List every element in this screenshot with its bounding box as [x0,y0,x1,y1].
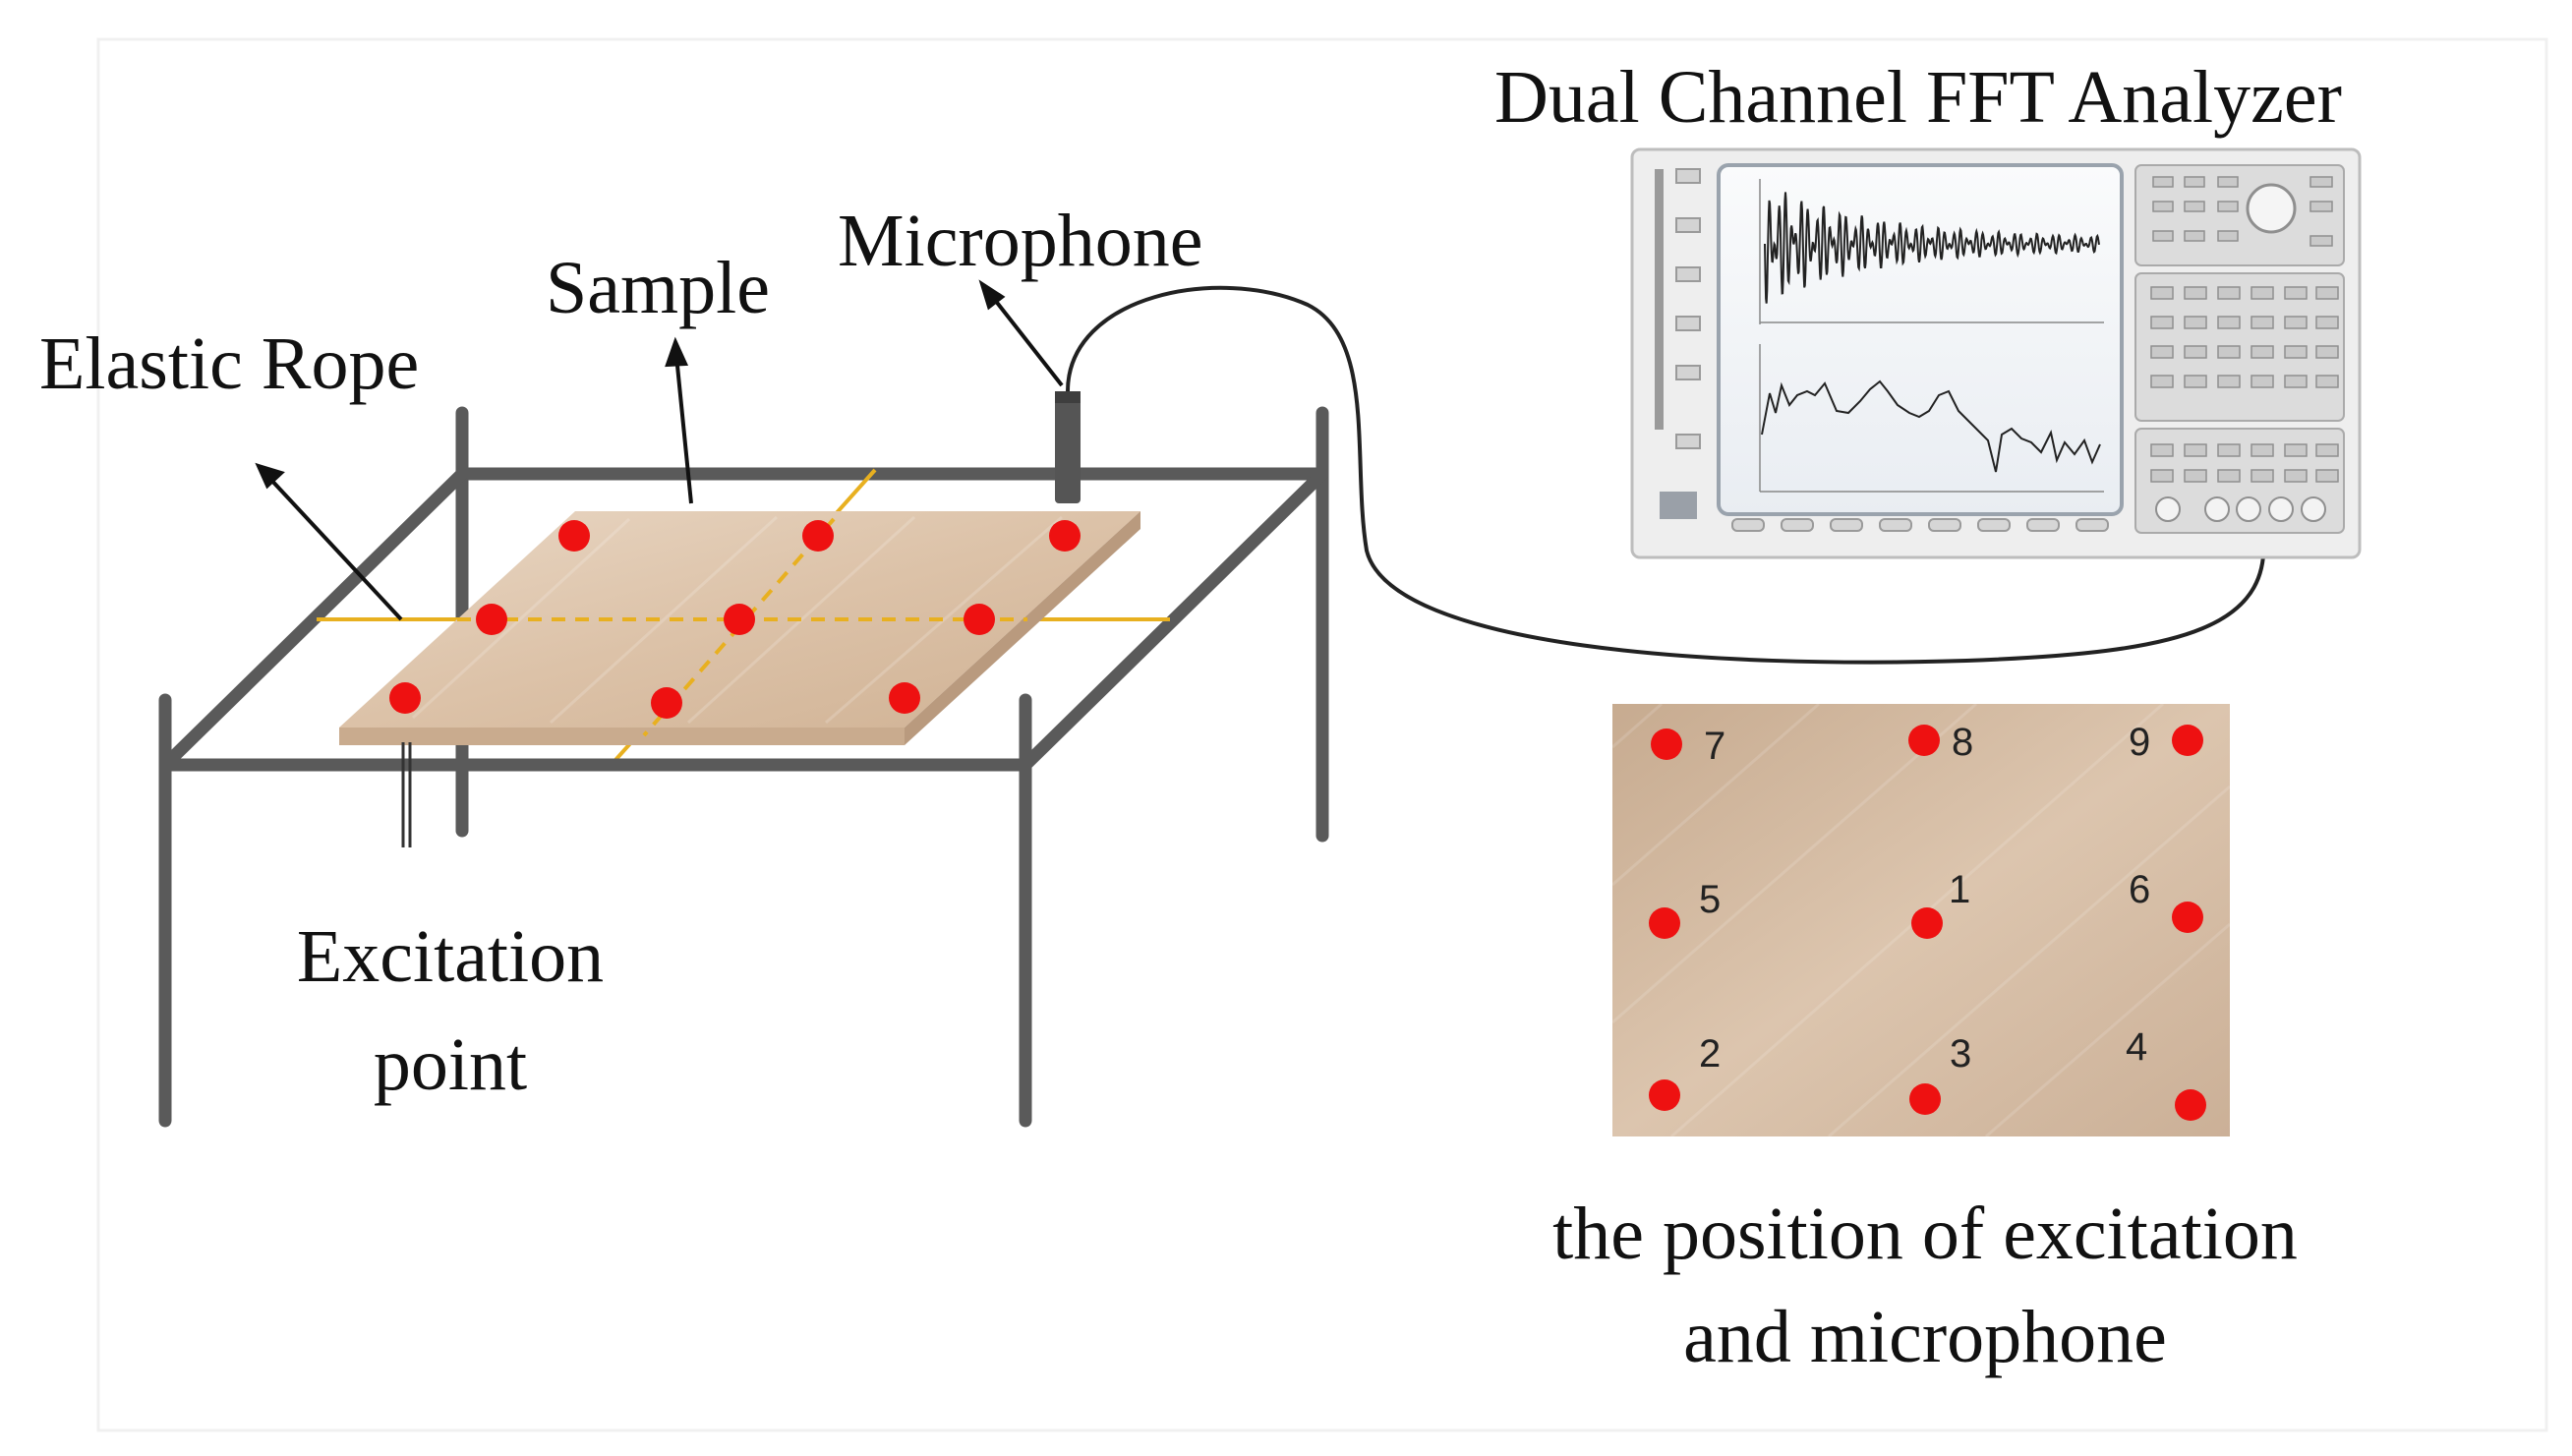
analyzer-key [2184,316,2207,329]
analyzer-key [2315,286,2339,300]
figure-border [96,37,2548,1432]
analyzer-key [2184,375,2207,388]
sample-label: Sample [546,247,770,329]
position-point [1909,1083,1941,1115]
analyzer-key [2184,286,2207,300]
position-point [1649,907,1680,939]
analyzer-key [2250,286,2274,300]
analyzer-key [2217,286,2241,300]
frame-right-rail [1019,467,1329,772]
analyzer-key [2150,345,2174,359]
position-point [2172,725,2203,756]
excitation-point-label-line2: point [374,1023,527,1106]
excitation-pointer [401,742,412,847]
position-point [2172,902,2203,933]
analyzer-key [2250,375,2274,388]
caption-line1: the position of excitation [1552,1193,2298,1275]
analyzer-key [2217,469,2241,483]
position-point [1649,1079,1680,1111]
sample-point [964,604,995,635]
analyzer-key [2250,345,2274,359]
position-number-4: 4 [2126,1025,2147,1069]
analyzer-key [2284,286,2308,300]
position-number-3: 3 [1950,1032,1971,1076]
analyzer-key [2315,345,2339,359]
position-numbers: 7 8 9 5 1 6 2 3 4 [1699,721,2150,1076]
analyzer-key [2284,375,2308,388]
analyzer-key [2315,469,2339,483]
analyzer-title-label: Dual Channel FFT Analyzer [1494,56,2342,139]
analyzer-key [2284,443,2308,457]
microphone-label: Microphone [838,200,1202,282]
analyzer-key [2184,345,2207,359]
sample-point [802,520,834,552]
analyzer-key [2284,469,2308,483]
position-number-8: 8 [1952,721,1973,764]
sample-point [476,604,507,635]
sample-point [558,520,590,552]
position-number-1: 1 [1949,868,1970,911]
analyzer-key [2150,469,2174,483]
analyzer-key [2250,316,2274,329]
position-points [1649,725,2206,1121]
microphone [1055,391,1081,503]
position-number-5: 5 [1699,878,1721,921]
analyzer-key [2217,316,2241,329]
position-number-6: 6 [2129,868,2150,911]
caption-line2: and microphone [1683,1296,2167,1378]
analyzer-key [2150,286,2174,300]
analyzer-knob [2246,183,2297,234]
analyzer-key [2184,469,2207,483]
analyzer-key [2250,443,2274,457]
analyzer-key [2217,345,2241,359]
elastic-rope-label: Elastic Rope [39,322,419,405]
position-number-9: 9 [2129,721,2150,764]
position-number-2: 2 [1699,1032,1721,1076]
analyzer-key [2217,375,2241,388]
position-number-7: 7 [1704,725,1725,768]
sample-point [389,682,421,714]
microphone-cable [1066,285,2266,665]
sample-point [889,682,920,714]
analyzer-key [2184,443,2207,457]
position-point [1911,907,1943,939]
sample-points [389,520,1081,719]
analyzer-key [2284,345,2308,359]
position-point [1651,728,1682,760]
analyzer-key [2150,375,2174,388]
time-waveform [1759,179,2104,324]
spectrum-plot [1759,344,2104,493]
analyzer-key [2250,469,2274,483]
analyzer-key [2315,443,2339,457]
frame-left-rail [158,467,469,772]
analyzer-key [2315,316,2339,329]
fft-analyzer [1630,147,2362,559]
analyzer-key [2217,443,2241,457]
label-arrows [255,279,1064,621]
position-point [2175,1089,2206,1121]
analyzer-key [2150,316,2174,329]
position-panel [1611,702,2231,1138]
analyzer-key [2315,375,2339,388]
sample-point [651,687,682,719]
excitation-point-label-line1: Excitation [297,915,604,998]
sample-point [1049,520,1081,552]
analyzer-key [2284,316,2308,329]
sample-point [724,604,755,635]
analyzer-key [2150,443,2174,457]
position-point [1908,725,1940,756]
